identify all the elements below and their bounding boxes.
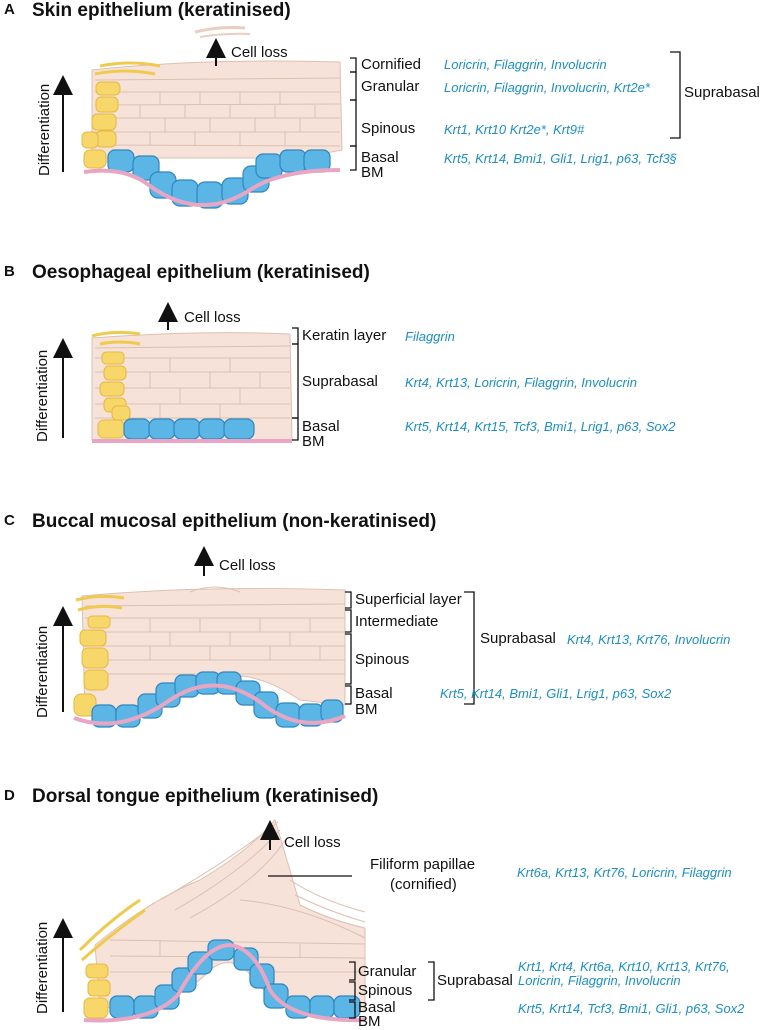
markers-suprabasal-c: Krt4, Krt13, Krt76, Involucrin	[567, 632, 731, 647]
layer-basal-c: Basal	[355, 685, 393, 702]
markers-keratin-b: Filaggrin	[405, 329, 455, 344]
layer-granular-a: Granular	[361, 78, 420, 95]
panel-title-d: Dorsal tongue epithelium (keratinised)	[32, 786, 379, 807]
buccal-epithelium-diagram	[53, 546, 475, 728]
panel-letter-c: C	[4, 512, 15, 529]
layer-granular-d: Granular	[358, 963, 417, 980]
differentiation-label-c: Differentiation	[34, 625, 51, 718]
cell-loss-label-d: Cell loss	[284, 834, 341, 851]
layer-bm-b: BM	[302, 433, 325, 450]
panel-letter-d: D	[4, 787, 15, 804]
panel-title-a: Skin epithelium (keratinised)	[32, 0, 291, 21]
markers-granular-a: Loricrin, Filaggrin, Involucrin, Krt2e*	[444, 80, 650, 95]
panel-title-b: Oesophageal epithelium (keratinised)	[32, 262, 370, 283]
cell-loss-label-c: Cell loss	[219, 557, 276, 574]
markers-basal-b: Krt5, Krt14, Krt15, Tcf3, Bmi1, Lrig1, p…	[405, 419, 676, 434]
layer-intermediate-c: Intermediate	[355, 613, 439, 630]
layer-suprabasal-b: Suprabasal	[302, 373, 378, 390]
skin-epithelium-diagram	[53, 26, 681, 209]
layer-bm-c: BM	[355, 701, 378, 718]
layer-spinous-a: Spinous	[361, 120, 416, 137]
layer-cornified-a: Cornified	[361, 56, 422, 73]
group-suprabasal-c: Suprabasal	[480, 630, 556, 647]
layer-bm-d: BM	[358, 1013, 381, 1030]
markers-basal-a: Krt5, Krt14, Bmi1, Gli1, Lrig1, p63, Tcf…	[444, 151, 677, 166]
markers-basal-d: Krt5, Krt14, Tcf3, Bmi1, Gli1, p63, Sox2	[518, 1001, 745, 1016]
oesophageal-epithelium-diagram	[53, 302, 299, 443]
differentiation-label-a: Differentiation	[36, 83, 53, 176]
layer-spinous-c: Spinous	[355, 651, 410, 668]
differentiation-label-d: Differentiation	[34, 921, 51, 1014]
group-suprabasal-d: Suprabasal	[437, 972, 513, 989]
panel-title-c: Buccal mucosal epithelium (non-keratinis…	[32, 511, 437, 532]
tongue-epithelium-diagram	[53, 818, 435, 1023]
markers-papillae-d: Krt6a, Krt13, Krt76, Loricrin, Filaggrin	[517, 865, 732, 880]
markers-suprabasal-d-line1: Krt1, Krt4, Krt6a, Krt10, Krt13, Krt76,	[518, 959, 730, 974]
papillae-sub-label-d: (cornified)	[390, 876, 457, 893]
papillae-label-d: Filiform papillae	[370, 856, 476, 873]
layer-bm-a: BM	[361, 164, 384, 181]
markers-cornified-a: Loricrin, Filaggrin, Involucrin	[444, 57, 607, 72]
layer-superficial-c: Superficial layer	[355, 591, 462, 608]
layer-basal-d: Basal	[358, 999, 396, 1016]
panel-letter-a: A	[4, 1, 15, 18]
cell-loss-label-b: Cell loss	[184, 309, 241, 326]
cell-loss-label-a: Cell loss	[231, 44, 288, 61]
markers-spinous-a: Krt1, Krt10 Krt2e*, Krt9#	[444, 122, 585, 137]
layer-basal-b: Basal	[302, 418, 340, 435]
layer-keratin-b: Keratin layer	[302, 327, 387, 344]
markers-suprabasal-d-line2: Loricrin, Filaggrin, Involucrin	[518, 973, 681, 988]
layer-basal-a: Basal	[361, 149, 399, 166]
group-suprabasal-a: Suprabasal	[684, 84, 760, 101]
differentiation-label-b: Differentiation	[34, 349, 51, 442]
markers-basal-c: Krt5, Krt14, Bmi1, Gli1, Lrig1, p63, Sox…	[440, 686, 672, 701]
panel-letter-b: B	[4, 263, 15, 280]
layer-spinous-d: Spinous	[358, 982, 413, 999]
markers-suprabasal-b: Krt4, Krt13, Loricrin, Filaggrin, Involu…	[405, 375, 637, 390]
